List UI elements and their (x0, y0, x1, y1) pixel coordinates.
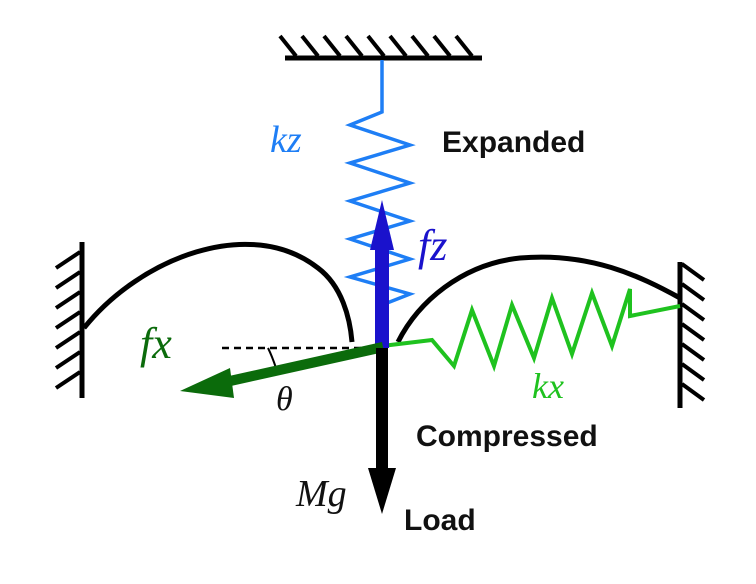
right-fixed-support (677, 262, 706, 408)
fx-label: fx (140, 319, 172, 368)
fz-label: fz (418, 221, 447, 270)
expanded-label: Expanded (442, 126, 585, 159)
kx-label: kx (532, 366, 564, 406)
top-fixed-support (278, 34, 482, 61)
mg-arrow (368, 348, 396, 514)
left-beam-arc (82, 241, 355, 343)
fx-arrow (180, 342, 384, 398)
kx-spring (381, 286, 681, 373)
left-fixed-support (54, 242, 85, 398)
fz-arrow (370, 200, 394, 348)
load-label: Load (404, 504, 476, 537)
kz-label: kz (270, 119, 302, 161)
kz-spring (343, 60, 416, 307)
theta-angle-arc (267, 347, 277, 369)
theta-label: θ (276, 381, 293, 418)
right-beam-arc (395, 254, 682, 344)
compressed-label: Compressed (416, 420, 598, 453)
mg-label: Mg (295, 473, 347, 515)
